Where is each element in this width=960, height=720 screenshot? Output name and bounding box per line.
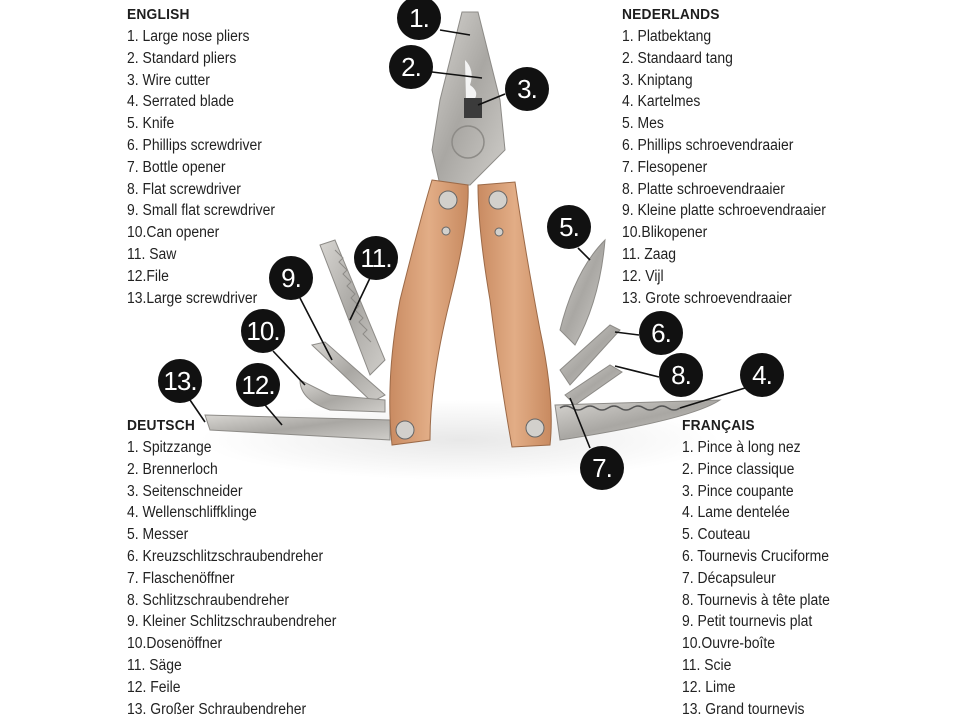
callout-3: 3. [505, 67, 549, 111]
legend-item: 8. Flat screwdriver [127, 180, 241, 198]
legend-item: 2. Brennerloch [127, 460, 218, 478]
legend-item: 9. Kleine platte schroevendraaier [622, 202, 826, 220]
legend-item: 3. Pince coupante [682, 482, 794, 500]
legend-item: 5. Knife [127, 115, 175, 133]
legend-item: 1. Spitzzange [127, 439, 212, 456]
legend-item: 1. Pince à long nez [682, 439, 801, 456]
legend-item: 9. Small flat screwdriver [127, 202, 276, 220]
legend-item: 3. Kniptang [622, 71, 693, 89]
legend-item: 11. Scie [682, 656, 732, 674]
legend-item: 10.Ouvre-boîte [682, 635, 776, 653]
callout-8: 8. [659, 353, 703, 397]
legend-nederlands: NEDERLANDS 1. Platbektang 2. Standaard t… [622, 6, 849, 309]
legend-item: 11. Saw [127, 245, 177, 263]
legend-item: 9. Petit tournevis plat [682, 613, 813, 631]
legend-item: 8. Tournevis à tête plate [682, 591, 830, 609]
legend-item: 5. Messer [127, 526, 189, 544]
legend-item: 2. Standaard tang [622, 49, 733, 67]
saw-teeth [334, 249, 372, 343]
serrated-blade [554, 399, 722, 441]
callout-5: 5. [547, 205, 591, 249]
callout-10: 10. [241, 309, 285, 353]
large-screwdriver-file [204, 414, 391, 441]
saw-blade [319, 239, 386, 376]
callout-11: 11. [354, 236, 398, 280]
legend-item: 7. Bottle opener [127, 158, 226, 176]
callout-1: 1. [397, 0, 441, 40]
callout-4: 4. [740, 353, 784, 397]
legend-item: 1. Large nose pliers [127, 28, 250, 45]
pliers-head [431, 11, 506, 186]
leader-lines [189, 29, 746, 449]
legend-francais: FRANÇAIS 1. Pince à long nez 2. Pince cl… [682, 417, 846, 720]
legend-item: 7. Flaschenöffner [127, 569, 235, 587]
legend-item: 2. Pince classique [682, 460, 795, 478]
legend-item: 2. Standard pliers [127, 49, 237, 67]
can-opener [299, 379, 386, 413]
knife-blade [559, 238, 606, 346]
legend-item: 7. Décapsuleur [682, 569, 776, 587]
legend-title: ENGLISH [127, 6, 190, 23]
legend-item: 10.Blikopener [622, 224, 708, 242]
left-tools [204, 239, 391, 441]
phillips-screwdriver [559, 324, 621, 386]
legend-item: 6. Phillips schroevendraaier [622, 136, 794, 154]
legend-item: 12. Lime [682, 678, 736, 696]
legend-english: ENGLISH 1. Large nose pliers 2. Standard… [127, 6, 292, 309]
legend-item: 11. Zaag [622, 245, 677, 263]
legend-item: 13. Großer Schraubendreher [127, 700, 307, 718]
legend-item: 5. Couteau [682, 526, 751, 544]
legend-item: 6. Phillips screwdriver [127, 136, 262, 154]
callout-6: 6. [639, 311, 683, 355]
callout-13: 13. [158, 359, 202, 403]
serration [559, 405, 681, 411]
legend-item: 1. Platbektang [622, 28, 712, 45]
legend-item: 4. Kartelmes [622, 93, 701, 111]
legend-item: 13.Large screwdriver [127, 289, 258, 307]
legend-item: 12. Feile [127, 678, 181, 696]
legend-title: FRANÇAIS [682, 417, 755, 434]
legend-title: DEUTSCH [127, 417, 195, 434]
legend-item: 6. Tournevis Cruciforme [682, 547, 830, 565]
legend-item: 4. Wellenschliffklinge [127, 504, 257, 522]
legend-item: 5. Mes [622, 115, 664, 133]
left-handle [389, 179, 469, 446]
callout-2: 2. [389, 45, 433, 89]
legend-item: 6. Kreuzschlitzschraubendreher [127, 547, 324, 565]
right-tools [554, 238, 722, 441]
legend-item: 7. Flesopener [622, 158, 708, 176]
legend-item: 13. Grote schroevendraaier [622, 289, 792, 307]
legend-item: 12.File [127, 267, 169, 285]
legend-title: NEDERLANDS [622, 6, 720, 23]
legend-item: 3. Seitenschneider [127, 482, 243, 500]
legend-item: 4. Lame dentelée [682, 504, 790, 522]
legend-deutsch: DEUTSCH 1. Spitzzange 2. Brennerloch 3. … [127, 417, 360, 720]
legend-item: 10.Can opener [127, 224, 220, 242]
legend-item: 12. Vijl [622, 267, 664, 285]
legend-item: 3. Wire cutter [127, 71, 210, 89]
callout-12: 12. [236, 363, 280, 407]
callout-7: 7. [580, 446, 624, 490]
legend-item: 8. Platte schroevendraaier [622, 180, 785, 198]
right-handle [477, 181, 552, 448]
legend-item: 13. Grand tournevis [682, 700, 805, 718]
legend-item: 4. Serrated blade [127, 93, 235, 111]
legend-item: 11. Säge [127, 656, 182, 674]
legend-item: 9. Kleiner Schlitzschraubendreher [127, 613, 337, 631]
legend-item: 10.Dosenöffner [127, 635, 223, 653]
legend-item: 8. Schlitzschraubendreher [127, 591, 290, 609]
callout-9: 9. [269, 256, 313, 300]
